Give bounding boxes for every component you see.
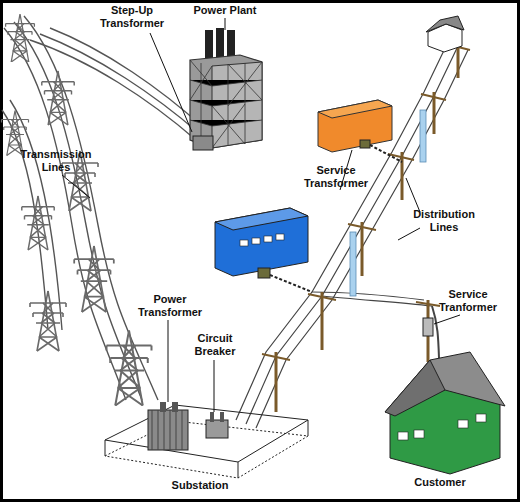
small-house xyxy=(426,16,464,52)
callout-label: Step-Up Transformer xyxy=(94,4,170,30)
step-up-transformer xyxy=(193,136,213,150)
customer-house xyxy=(385,352,505,474)
transmission-wires xyxy=(2,16,204,400)
service-transformer xyxy=(423,318,433,336)
callout-label: Distribution Lines xyxy=(404,208,484,234)
power-transformer xyxy=(148,402,188,450)
substation-fence xyxy=(105,405,308,478)
leader-lines xyxy=(62,18,460,412)
orange-building xyxy=(318,100,402,162)
transmission-towers xyxy=(2,14,152,406)
callout-label: Power Plant xyxy=(188,4,262,17)
callout-label: Service Transformer xyxy=(298,164,374,190)
callout-label: Service Tranformer xyxy=(428,288,508,314)
blue-building xyxy=(215,208,312,292)
circuit-breaker xyxy=(206,412,228,438)
callout-label: Transmission Lines xyxy=(14,148,98,174)
power-plant xyxy=(190,28,262,150)
callout-label: Circuit Breaker xyxy=(190,332,240,358)
callout-label: Substation xyxy=(158,479,242,492)
callout-label: Customer xyxy=(398,476,482,489)
callout-label: Power Transformer xyxy=(132,293,208,319)
